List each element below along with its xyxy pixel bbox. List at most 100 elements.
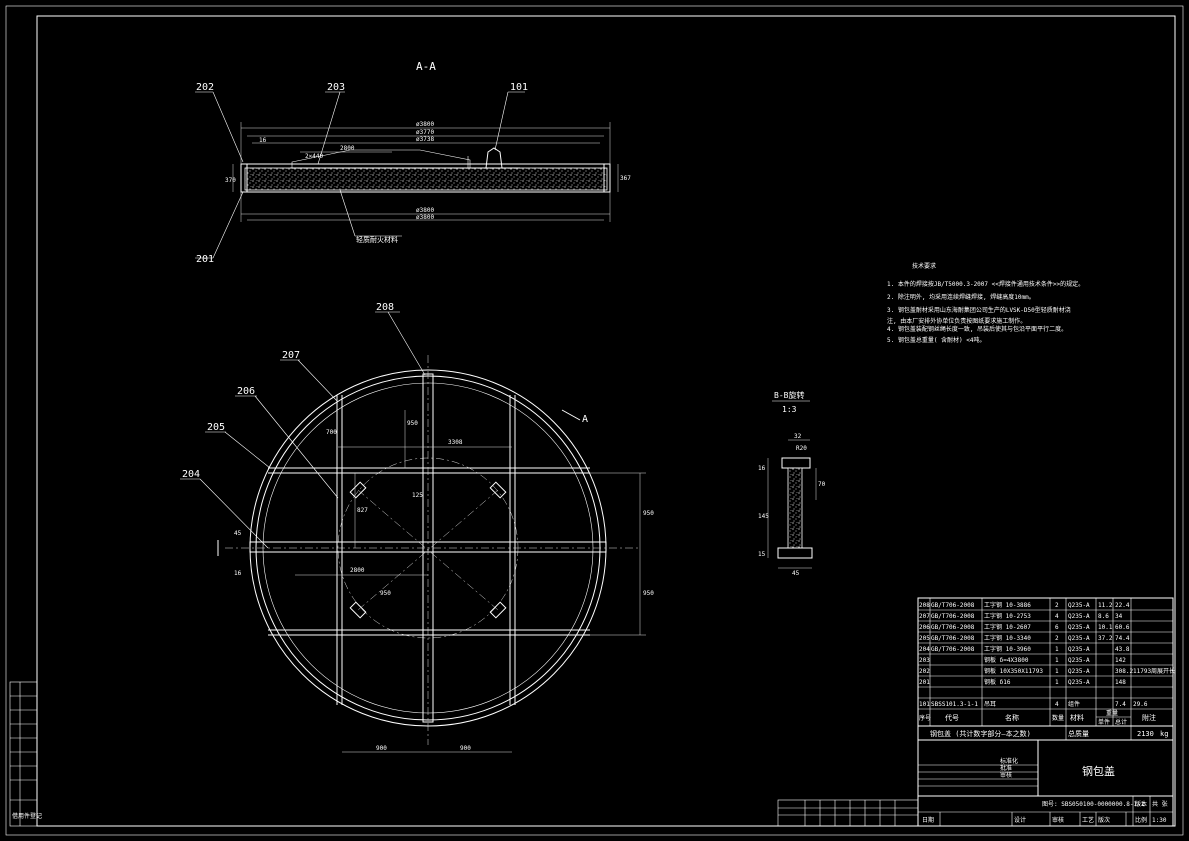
bom-row-4: 205 GB/T706-2008 工字钢 10-3340 2 Q235-A 37… [919, 634, 1130, 642]
cell: 工字钢 10-2607 [984, 623, 1031, 631]
sheet-label: 共 张 [1152, 800, 1168, 808]
cell: 205 [919, 635, 930, 642]
title-block: 标准化 批准 审核 钢包盖 图号: SBS050100-0000000.8-1-… [777, 739, 1174, 827]
cell: Q235-A [1068, 679, 1090, 686]
tech-item-6: 5. 钢包盖总重量( 含耐材) <4吨。 [887, 336, 986, 344]
label-204: 204 [182, 469, 200, 480]
cell: 6 [1055, 624, 1059, 631]
dim-aa-2: ø3770 [416, 129, 434, 136]
bom-footer-left: 钢包盖 (共计数字部分—本之数) [930, 729, 1031, 738]
cell: 7.4 [1115, 701, 1126, 708]
dim-plan-3: 900 [376, 745, 387, 752]
section-bb-scale: 1:3 [782, 405, 797, 414]
cell: GB/T706-2008 [931, 613, 975, 620]
bom-row-5: 204 GB/T706-2008 工字钢 10-3960 1 Q235-A 43… [919, 645, 1130, 653]
bom-row-3: 206 GB/T706-2008 工字钢 10-2607 6 Q235-A 10… [919, 623, 1130, 631]
cell: 钢板 10X350X11793 [984, 667, 1043, 675]
cell: SBSS101.3-1-1 [931, 701, 978, 708]
dim-aa-8: 16 [259, 137, 267, 144]
dim-plan-6: 950 [643, 590, 654, 597]
cell: 208 [919, 602, 930, 609]
tb-label-3: 审核 [1000, 771, 1012, 779]
cell: Q235-A [1068, 602, 1090, 609]
cell: 钢板 δ16 [984, 678, 1011, 686]
cell: 2 [1055, 635, 1059, 642]
bom-total-label: 总质量 [1068, 729, 1089, 738]
bottom-label-3: 审核 [1052, 816, 1064, 824]
dim-bb-7: R20 [796, 445, 807, 452]
cell: Q235-A [1068, 668, 1090, 675]
label-208: 208 [376, 302, 394, 313]
cell: 101 [919, 701, 930, 708]
section-aa-title: A-A [416, 60, 436, 73]
dim-aa-4: ø3800 [416, 207, 434, 214]
tech-item-4: 注, 由本厂安排外协单位负责按图纸要求施工制作。 [887, 317, 1026, 325]
dim-bb-3: 145 [758, 513, 769, 520]
cell: 203 [919, 657, 930, 664]
cell: Q235-A [1068, 657, 1090, 664]
tech-item-5: 4. 钢包盖装配钢丝绳长度一致, 吊装后使其与包沿平面平行二度。 [887, 325, 1067, 333]
label-202: 202 [196, 82, 214, 93]
cell: 2 [1055, 602, 1059, 609]
tech-item-2: 2. 除注明外, 均采用连续焊缝焊接, 焊缝高度10mm。 [887, 293, 1035, 301]
cell: GB/T706-2008 [931, 602, 975, 609]
bom-row-8: 201 钢板 δ16 1 Q235-A 148 [919, 678, 1126, 686]
left-strip-label: 借用件登记 [12, 812, 42, 820]
cell: 34 [1115, 613, 1123, 620]
tech-requirements: 技术要求 1. 本件的焊接按JB/T5000.3-2007 <<焊接件通用技术条… [887, 262, 1084, 344]
section-bb-title: B-B旋转 [774, 390, 804, 400]
dim-bb-2: 16 [758, 465, 766, 472]
cell: Q235-A [1068, 624, 1090, 631]
dim-bb-5: 45 [792, 570, 800, 577]
cell: 4 [1055, 701, 1059, 708]
cell: 4 [1055, 613, 1059, 620]
bottom-label-4: 工艺 [1082, 816, 1094, 824]
dim-aa-6: 2800 [340, 145, 355, 152]
cell: Q235-A [1068, 635, 1090, 642]
cell: 74.4 [1115, 635, 1130, 642]
dim-aa-1: ø3800 [416, 121, 434, 128]
bom-row-1: 208 GB/T706-2008 工字钢 10-3886 2 Q235-A 11… [919, 601, 1130, 609]
header-cell: 代号 [945, 713, 959, 722]
cell: 1 [1055, 646, 1059, 653]
cell: 207 [919, 613, 930, 620]
header-cell: 重量 [1106, 709, 1118, 717]
cell: 钢板 δ=4X3800 [984, 656, 1029, 664]
cell: Q235-A [1068, 613, 1090, 620]
section-marker-a: A [582, 414, 588, 425]
header-cell: 名称 [1005, 713, 1019, 722]
dim-bb-6: 70 [818, 481, 826, 488]
label-206: 206 [237, 386, 255, 397]
header-cell: 单件 [1098, 718, 1110, 726]
drawing-name: 钢包盖 [1082, 764, 1115, 778]
label-201: 201 [196, 254, 214, 265]
cell: 组件 [1068, 700, 1080, 708]
cell: 29.6 [1133, 701, 1148, 708]
cell: 206 [919, 624, 930, 631]
cell: 工字钢 10-3340 [984, 634, 1031, 642]
version-label: 版本 [1135, 800, 1147, 808]
bottom-label-2: 设计 [1014, 816, 1026, 824]
dim-plan-7: 700 [326, 429, 337, 436]
cell: 43.8 [1115, 646, 1130, 653]
dim-plan-1: 3308 [448, 439, 463, 446]
dim-plan-13: 16 [234, 570, 242, 577]
tech-item-1: 1. 本件的焊接按JB/T5000.3-2007 <<焊接件通用技术条件>>的规… [887, 280, 1084, 288]
dim-plan-12: 45 [234, 530, 242, 537]
bom-row-7: 202 钢板 10X350X11793 1 Q235-A 308.2 11793… [919, 667, 1175, 675]
sheet-border [5, 5, 1184, 836]
label-207: 207 [282, 350, 300, 361]
cell: 11793周展开长 [1133, 667, 1175, 675]
header-cell: 总计 [1115, 718, 1127, 726]
plan-view: 208 207 206 205 204 A 3308 2800 900 900 … [180, 302, 654, 753]
left-registration-strip: 借用件登记 [9, 681, 42, 827]
cell: 1 [1055, 668, 1059, 675]
cell: 308.2 [1115, 668, 1133, 675]
bottom-label-1: 日期 [922, 816, 934, 824]
label-205: 205 [207, 422, 225, 433]
dim-plan-5: 950 [643, 510, 654, 517]
dim-plan-2: 2800 [350, 567, 365, 574]
cell: 60.6 [1115, 624, 1130, 631]
header-cell: 数量 [1052, 714, 1064, 722]
